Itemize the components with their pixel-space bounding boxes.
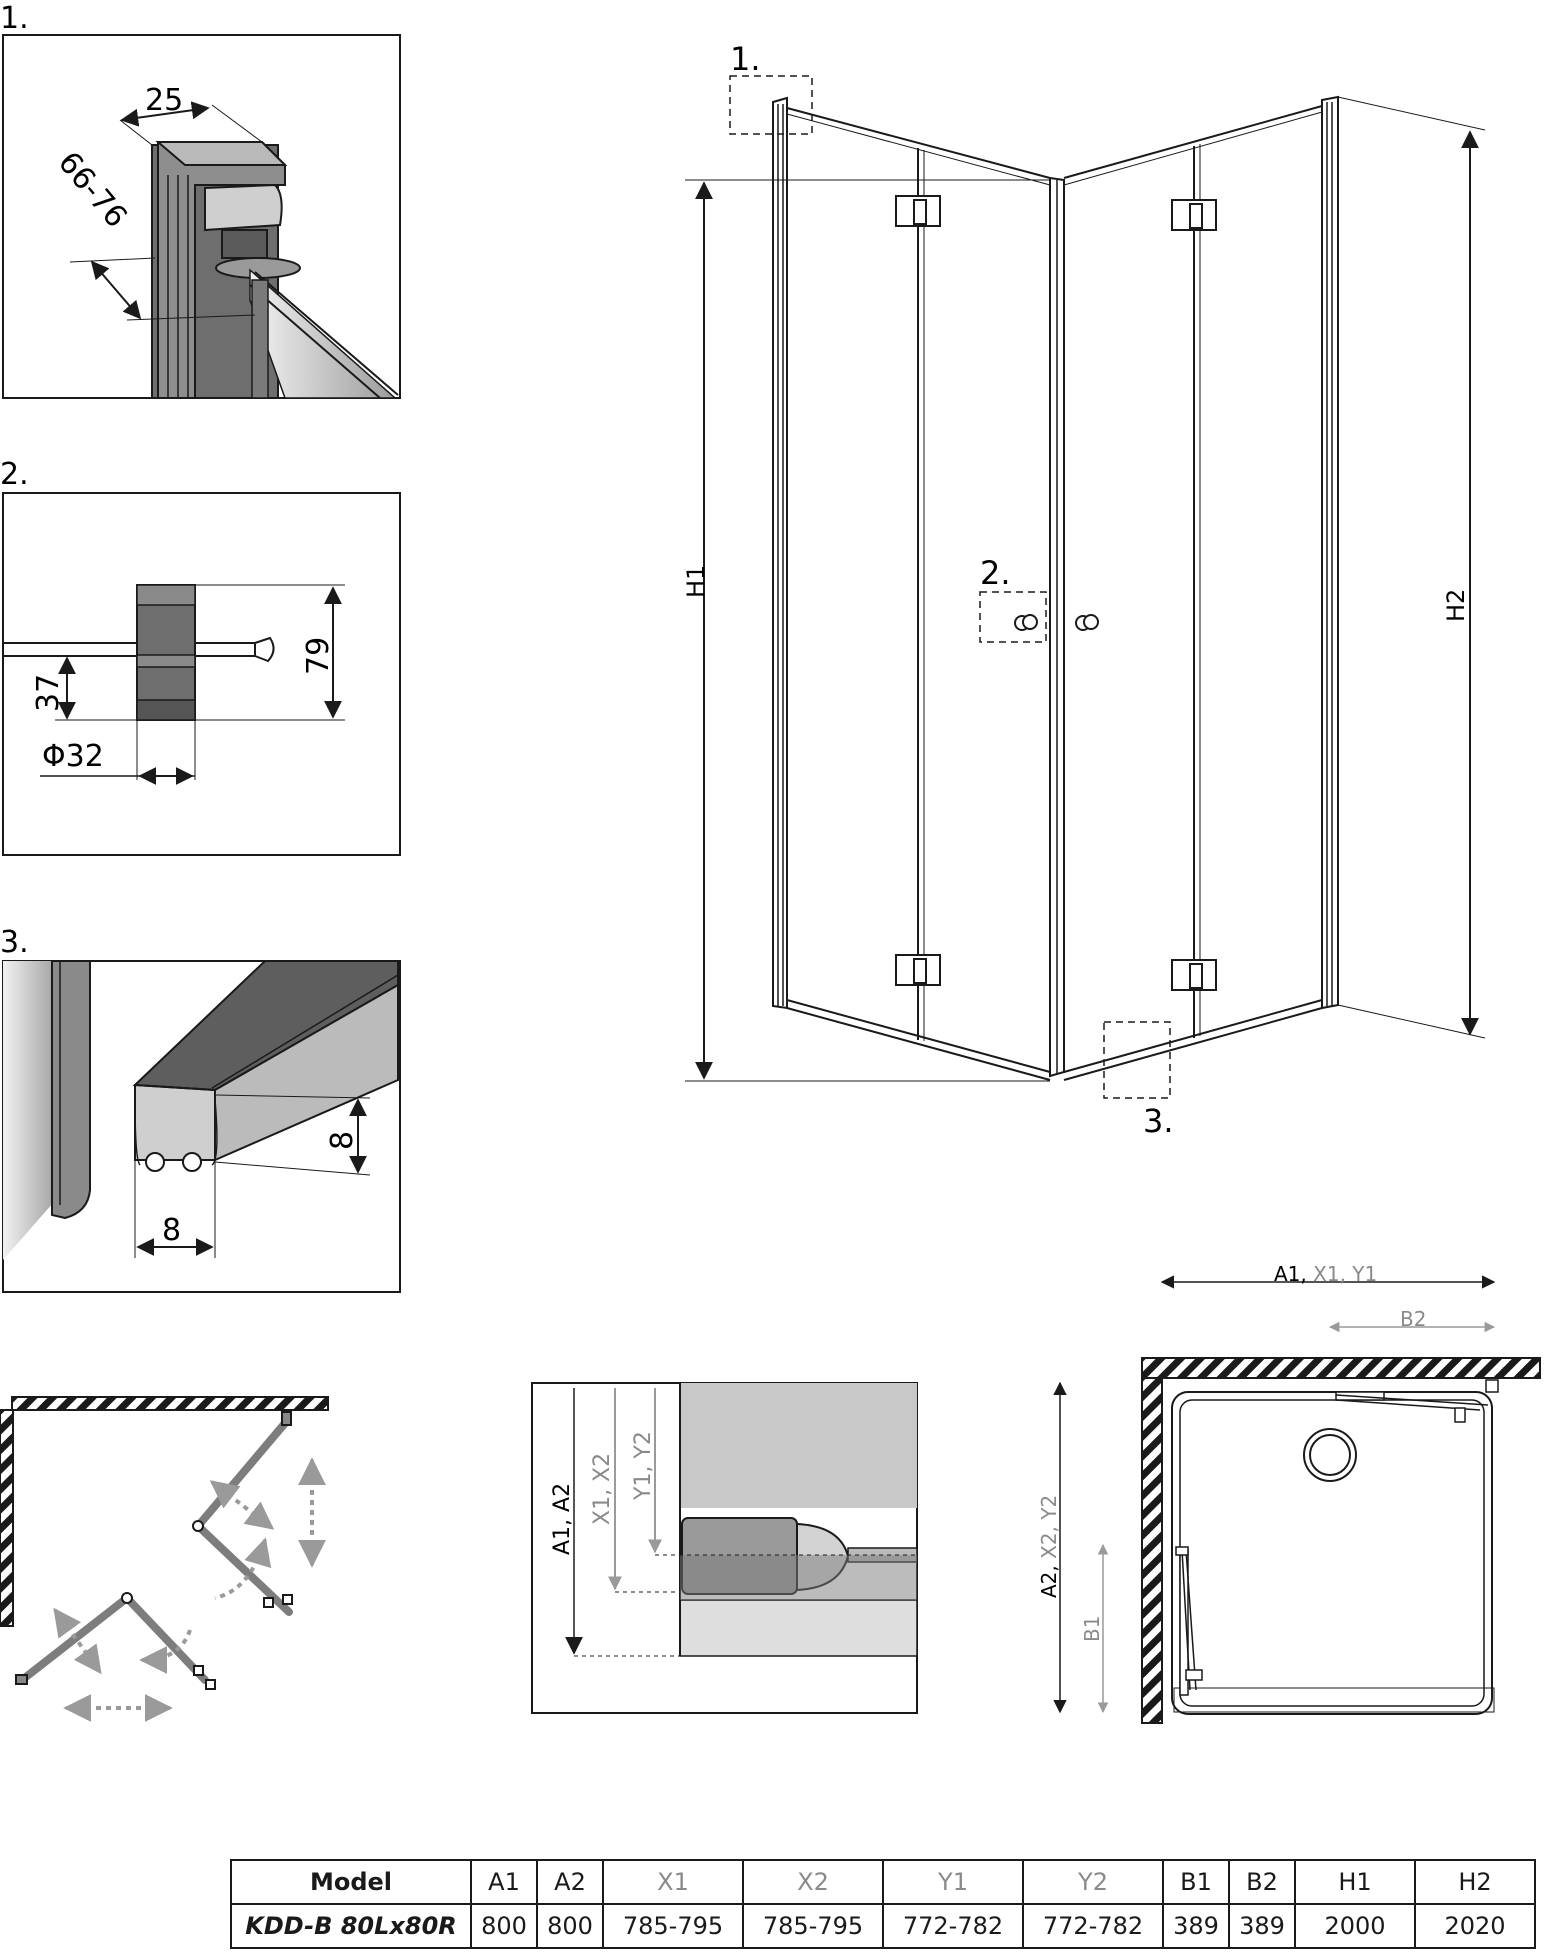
header-y2: Y2	[1022, 1859, 1164, 1905]
dim-37: 37	[31, 674, 66, 712]
label-h2: H2	[1442, 589, 1470, 622]
header-model: Model	[230, 1859, 472, 1905]
label-x1-x2: X1, X2	[590, 1453, 615, 1525]
label-b1: B1	[1080, 1616, 1104, 1642]
label-a1: A1, X1, Y1	[1274, 1262, 1377, 1286]
cell-y2: 772-782	[1022, 1903, 1164, 1949]
marker-2: 2.	[980, 554, 1011, 592]
dim-25: 25	[145, 83, 183, 118]
cell-x1: 785-795	[602, 1903, 744, 1949]
cell-a1: 800	[470, 1903, 538, 1949]
wall-hatch-left-plan	[1141, 1377, 1163, 1724]
header-x1: X1	[602, 1859, 744, 1905]
knob-icon	[1014, 614, 1099, 631]
elevation-view	[685, 75, 1486, 1099]
dim-8-width: 8	[162, 1213, 181, 1248]
label-h1: H1	[682, 565, 710, 598]
dim-phi32: Φ32	[42, 739, 104, 774]
cell-model: KDD-B 80Lx80R	[230, 1903, 472, 1949]
label-a2: A2, X2, Y2	[1037, 1495, 1061, 1598]
header-a2: A2	[536, 1859, 604, 1905]
marker-3: 3.	[1143, 1102, 1174, 1140]
wall-hatch-top	[11, 1396, 329, 1411]
knob-icon	[136, 584, 196, 721]
section-view	[531, 1382, 918, 1714]
plan-view	[1053, 1275, 1541, 1724]
label-y1-y2: Y1, Y2	[631, 1431, 656, 1501]
detail-2: 2. 79 37 Φ32	[0, 457, 401, 856]
table-header-row: Model A1 A2 X1 X2 Y1 Y2 B1 B2 H1 H2	[230, 1859, 1536, 1905]
header-h1: H1	[1294, 1859, 1416, 1905]
marker-1: 1.	[730, 40, 761, 78]
dim-79: 79	[301, 637, 336, 675]
cell-h2: 2020	[1414, 1903, 1536, 1949]
hinge-icon	[895, 195, 1217, 991]
cell-y1: 772-782	[882, 1903, 1024, 1949]
cell-h1: 2000	[1294, 1903, 1416, 1949]
header-b1: B1	[1162, 1859, 1230, 1905]
detail-3-number: 3.	[0, 925, 29, 960]
folding-diagram	[0, 1396, 329, 1722]
wall-hatch-top-plan	[1141, 1357, 1541, 1379]
header-h2: H2	[1414, 1859, 1536, 1905]
detail-1-number: 1.	[0, 1, 29, 36]
dimensions-table: Model A1 A2 X1 X2 Y1 Y2 B1 B2 H1 H2 KDD-…	[230, 1859, 1536, 1949]
header-x2: X2	[742, 1859, 884, 1905]
cell-x2: 785-795	[742, 1903, 884, 1949]
cell-a2: 800	[536, 1903, 604, 1949]
label-b2: B2	[1400, 1307, 1426, 1331]
dim-8-height: 8	[325, 1131, 360, 1150]
detail-1: 1. 25 66-76	[0, 1, 401, 399]
cell-b1: 389	[1162, 1903, 1230, 1949]
table-row: KDD-B 80Lx80R 800 800 785-795 785-795 77…	[230, 1903, 1536, 1949]
cell-b2: 389	[1228, 1903, 1296, 1949]
wall-hatch-left	[0, 1409, 14, 1627]
header-a1: A1	[470, 1859, 538, 1905]
header-y1: Y1	[882, 1859, 1024, 1905]
label-a1-a2: A1, A2	[550, 1483, 575, 1555]
detail-3: 3. 8 8	[0, 925, 401, 1293]
header-b2: B2	[1228, 1859, 1296, 1905]
detail-2-number: 2.	[0, 457, 29, 492]
